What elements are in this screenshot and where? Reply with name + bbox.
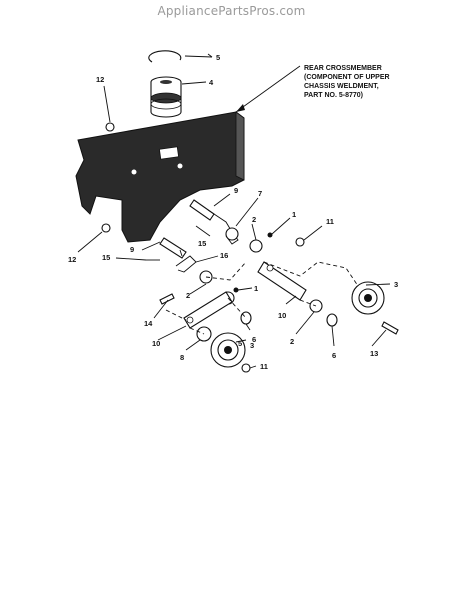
callout-15-upper: 15 [198, 239, 206, 248]
callout-1-lower: 1 [254, 284, 258, 293]
rear-crossmember-note: REAR CROSSMEMBER (COMPONENT OF UPPER CHA… [304, 65, 390, 99]
callout-9-upper: 9 [234, 186, 238, 195]
callout-8: 8 [180, 353, 184, 362]
callout-13: 13 [370, 349, 378, 358]
callout-3-right: 3 [394, 280, 398, 289]
torsion-spring-upper [207, 209, 239, 245]
callout-10-right: 10 [278, 311, 286, 320]
nut-lower [101, 223, 111, 233]
watermark: AppliancePartsPros.com [157, 4, 306, 18]
callout-2-upper: 2 [252, 215, 256, 224]
svg-text:REAR CROSSMEMBER: REAR CROSSMEMBER [304, 65, 382, 72]
nut-upper [105, 122, 115, 132]
callout-4: 4 [209, 78, 214, 87]
bolt-14 [159, 293, 175, 305]
pivot-shaft-lower [159, 237, 187, 259]
snap-ring [148, 50, 182, 63]
callout-1-upper: 1 [292, 210, 296, 219]
rear-crossmember [75, 111, 245, 243]
note-leader-arrow [235, 65, 301, 113]
idler-arm-left [183, 291, 233, 329]
nut-11-upper [295, 237, 305, 247]
callout-2-right: 2 [290, 337, 294, 346]
pin-upper [267, 232, 273, 238]
callout-9-lower: 9 [130, 245, 134, 254]
bolt-13 [381, 321, 399, 335]
pin-lower [233, 287, 239, 293]
callout-6-left: 6 [252, 335, 256, 344]
bearing [150, 76, 182, 118]
callout-5-lower: 5 [238, 339, 242, 348]
callout-7: 7 [258, 189, 262, 198]
idler-arm-right [257, 261, 307, 301]
pivot-shaft-upper [189, 199, 215, 221]
callout-6-right: 6 [332, 351, 336, 360]
callout-2-mid: 2 [186, 291, 190, 300]
callout-5: 5 [216, 53, 220, 62]
callout-14: 14 [144, 319, 153, 328]
bushing-upper [249, 239, 263, 253]
bolt-15-upper [195, 225, 211, 237]
callout-3-left: 3 [250, 341, 254, 350]
torsion-spring-lower [175, 255, 197, 273]
washer-right [326, 313, 338, 327]
callout-10-left: 10 [152, 339, 160, 348]
callout-12-upper: 12 [96, 75, 104, 84]
svg-text:PART NO. 5-8770): PART NO. 5-8770) [304, 92, 363, 99]
callout-11-lower: 11 [260, 362, 268, 371]
nut-11-lower [241, 363, 251, 373]
svg-text:CHASSIS WELDMENT,: CHASSIS WELDMENT, [304, 83, 379, 90]
callout-15-lower: 15 [102, 253, 110, 262]
svg-text:(COMPONENT OF UPPER: (COMPONENT OF UPPER [304, 74, 390, 81]
callout-16: 16 [220, 251, 228, 260]
callout-labels: 5 4 12 9 7 1 11 2 15 12 15 9 16 3 1 2 14… [68, 53, 398, 371]
callout-11-upper: 11 [326, 217, 334, 226]
idler-pulley-right [351, 281, 385, 315]
callout-12-lower: 12 [68, 255, 76, 264]
